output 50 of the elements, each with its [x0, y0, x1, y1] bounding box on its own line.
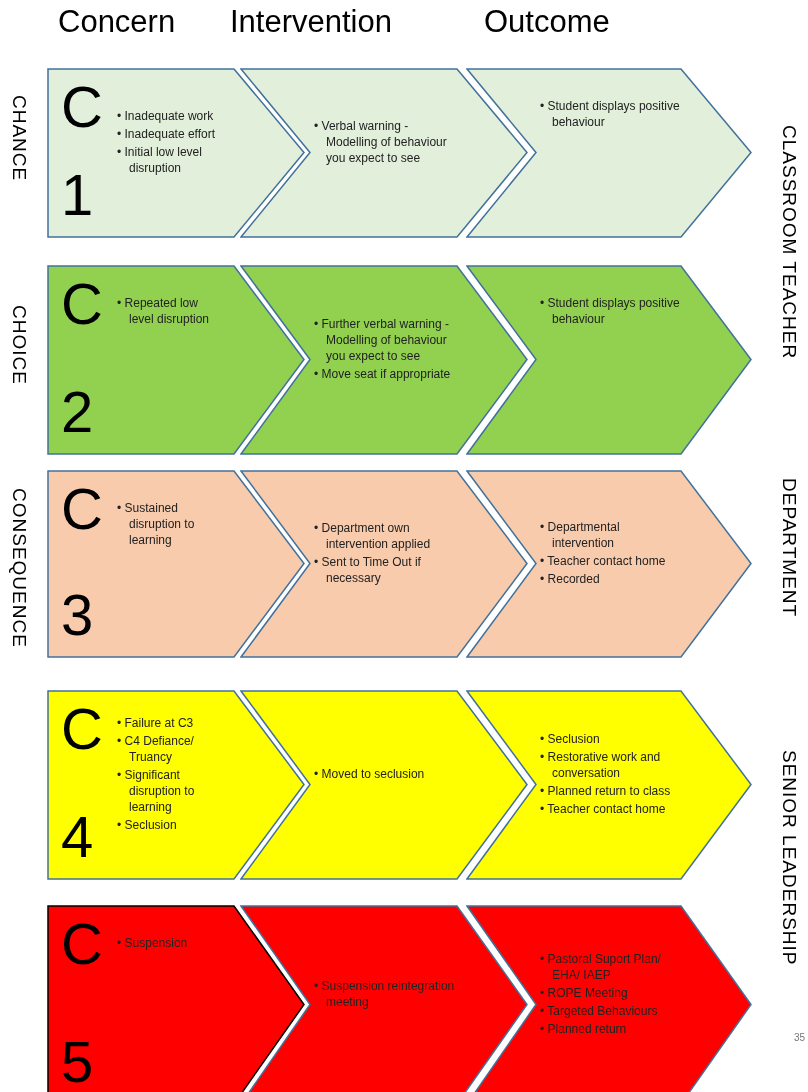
role-label: DEPARTMENT: [778, 478, 800, 618]
bullet-point: • Seclusion: [540, 731, 601, 747]
column-heading: Concern: [58, 4, 176, 40]
page-number: 35: [794, 1032, 806, 1043]
level-number: 5: [61, 1033, 94, 1091]
bullet-point: • Inadequate work: [117, 108, 215, 124]
role-label: SENIOR LEADERSHIP: [778, 750, 800, 966]
level-number: 4: [61, 808, 94, 866]
bullet-point: • C4 Defiance/ Truancy: [117, 733, 195, 765]
bullet-point: • Move seat if appropriate: [314, 366, 452, 382]
bullet-point: • Restorative work and conversation: [540, 749, 662, 781]
level-letter: C: [61, 480, 103, 538]
bullet-point: • Failure at C3: [117, 715, 195, 731]
bullet-point: • Departmental intervention: [540, 519, 621, 551]
bullet-point: • Recorded: [540, 571, 601, 587]
bullet-point: • Teacher contact home: [540, 553, 667, 569]
bullet-point: • Student displays positive behaviour: [540, 98, 681, 130]
bullet-point: • Repeated low level disruption: [117, 295, 211, 327]
role-label: CLASSROOM TEACHER: [778, 125, 800, 360]
bullet-point: • Further verbal warning - Modelling of behaviour you expect to see: [314, 316, 450, 364]
column-heading: Outcome: [484, 4, 610, 40]
bullet-point: • Suspension: [117, 935, 189, 951]
row-label: CONSEQUENCE: [8, 488, 30, 648]
level-number: 2: [61, 383, 94, 441]
bullet-point: • Sent to Time Out if necessary: [314, 554, 422, 586]
bullet-point: • Significant disruption to learning: [117, 767, 196, 815]
bullet-point: • Seclusion: [117, 817, 178, 833]
bullet-point: • Pastoral Suport Plan/ EHA/ IAEP: [540, 951, 662, 983]
bullet-point: • Department own intervention applied: [314, 520, 432, 552]
bullet-point: • Sustained disruption to learning: [117, 500, 196, 548]
bullet-point: • Planned return to class: [540, 783, 672, 799]
level-letter: C: [61, 915, 103, 973]
bullet-point: • Verbal warning - Modelling of behaviour you expect to see: [314, 118, 448, 166]
bullet-point: • ROPE Meeting: [540, 985, 629, 1001]
bullet-point: • Inadequate effort: [117, 126, 217, 142]
level-letter: C: [61, 78, 103, 136]
column-heading: Intervention: [230, 4, 392, 40]
row-label: CHOICE: [8, 305, 30, 385]
row-label: CHANCE: [8, 95, 30, 182]
bullet-point: • Moved to seclusion: [314, 766, 426, 782]
bullet-point: • Student displays positive behaviour: [540, 295, 681, 327]
level-letter: C: [61, 700, 103, 758]
level-number: 1: [61, 166, 94, 224]
level-number: 3: [61, 586, 94, 644]
bullet-point: • Initial low level disruption: [117, 144, 203, 176]
bullet-point: • Targeted Behaviours: [540, 1003, 659, 1019]
level-letter: C: [61, 275, 103, 333]
bullet-point: • Teacher contact home: [540, 801, 667, 817]
bullet-point: • Planned return: [540, 1021, 628, 1037]
bullet-point: • Suspension reintegration meeting: [314, 978, 456, 1010]
